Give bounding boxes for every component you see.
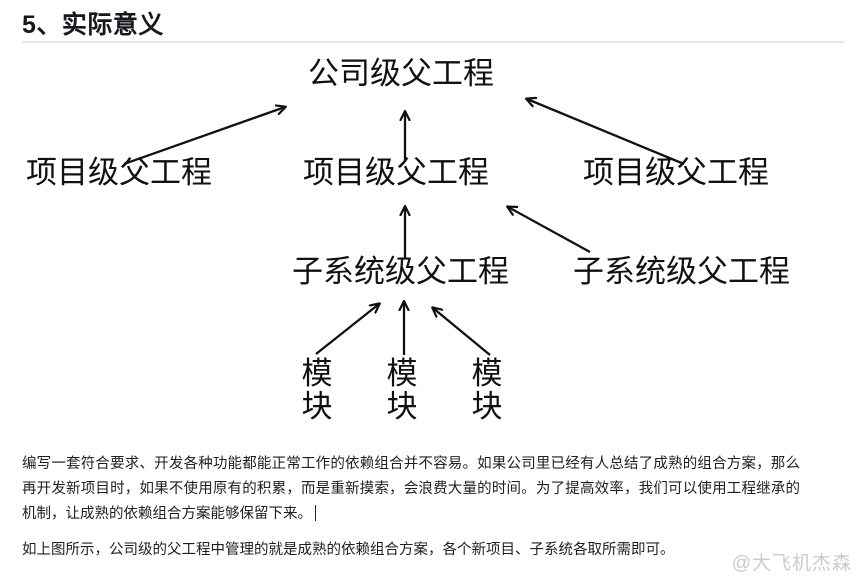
page-title: 5、实际意义 [22, 11, 164, 39]
article-body: 编写一套符合要求、开发各种功能都能正常工作的依赖组合并不容易。如果公司里已经有人… [0, 452, 866, 563]
node-module-3: 模块 [471, 356, 503, 425]
text-cursor [315, 505, 316, 521]
edge-module3-to-subsystem1 [433, 308, 491, 356]
node-subsystem-parent-project-2: 子系统级父工程 [573, 254, 790, 289]
paragraph-1: 编写一套符合要求、开发各种功能都能正常工作的依赖组合并不容易。如果公司里已经有人… [0, 452, 822, 527]
node-company-parent-project: 公司级父工程 [308, 56, 494, 91]
header-divider [22, 41, 844, 43]
edge-module1-to-subsystem1 [315, 304, 379, 355]
node-subsystem-parent-project-1: 子系统级父工程 [292, 254, 509, 289]
node-module-2: 模块 [386, 356, 418, 425]
page-header: 5、实际意义 [0, 0, 866, 44]
paragraph-2: 如上图所示，公司级的父工程中管理的就是成熟的依赖组合方案，各个新项目、子系统各取… [22, 542, 675, 558]
inheritance-hierarchy-diagram: 公司级父工程 项目级父工程 项目级父工程 项目级父工程 子系统级父工程 子系统级… [0, 44, 866, 450]
node-module-1: 模块 [301, 356, 333, 425]
edge-project3-to-company [527, 99, 685, 166]
node-project-parent-project-2: 项目级父工程 [303, 155, 489, 190]
node-project-parent-project-1: 项目级父工程 [26, 155, 212, 190]
paragraph-1-text: 编写一套符合要求、开发各种功能都能正常工作的依赖组合并不容易。如果公司里已经有人… [22, 456, 800, 522]
edge-project1-to-company [123, 107, 285, 166]
diagram-arrows-layer [123, 44, 685, 356]
edge-subsystem2-to-project2 [508, 207, 591, 254]
node-project-parent-project-3: 项目级父工程 [583, 155, 769, 190]
